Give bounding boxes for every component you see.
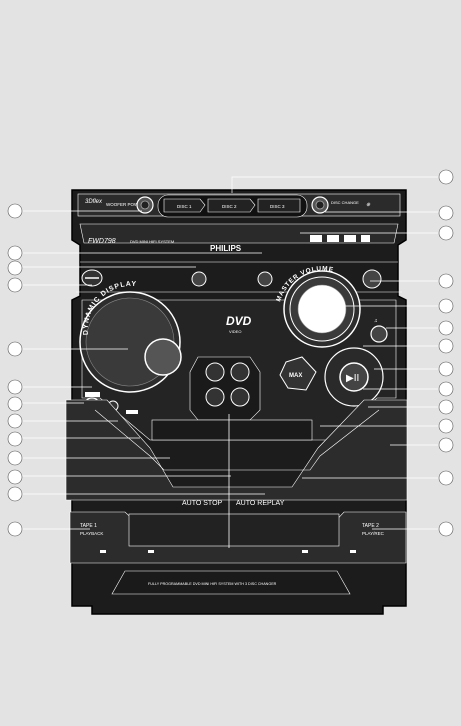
tape1-label: TAPE 1 bbox=[80, 523, 97, 529]
foot-left-a bbox=[100, 550, 106, 553]
dvd-logo: DVD bbox=[226, 314, 252, 328]
tape1-sub: PLAYBACK bbox=[80, 531, 103, 536]
callout-marker bbox=[438, 361, 454, 377]
callout-marker bbox=[7, 521, 23, 537]
callout-marker bbox=[7, 245, 23, 261]
model-subtitle: DVD MINI HIFI SYSTEM bbox=[130, 239, 174, 244]
foot-left-b bbox=[148, 550, 154, 553]
format-logos bbox=[310, 235, 370, 242]
callout-marker bbox=[438, 381, 454, 397]
brand-logo: PHILIPS bbox=[210, 244, 242, 253]
eject-button[interactable] bbox=[362, 269, 382, 289]
disc3-button[interactable] bbox=[257, 198, 301, 213]
foot-right-a bbox=[302, 550, 308, 553]
max-button[interactable] bbox=[279, 356, 317, 391]
dvd-sub: VIDEO bbox=[229, 329, 241, 334]
callout-marker bbox=[438, 273, 454, 289]
tape2-label: TAPE 2 bbox=[362, 523, 379, 529]
cassette-chevron bbox=[65, 399, 408, 501]
cassette-button-strip bbox=[151, 419, 313, 441]
callout-marker bbox=[438, 320, 454, 336]
callout-marker bbox=[7, 277, 23, 293]
disc1-button[interactable] bbox=[163, 198, 206, 213]
3dflex-logo: 3Dflex bbox=[85, 199, 103, 205]
callout-marker bbox=[7, 469, 23, 485]
disc1-label: DISC 1 bbox=[177, 204, 192, 209]
disc3-label: DISC 3 bbox=[270, 204, 285, 209]
tuner-button[interactable] bbox=[230, 387, 250, 407]
callout-marker bbox=[7, 450, 23, 466]
bottom-strip bbox=[111, 570, 351, 595]
callout-marker bbox=[7, 431, 23, 447]
callout-marker bbox=[438, 205, 454, 221]
callout-marker bbox=[438, 225, 454, 241]
dsc-button[interactable] bbox=[205, 362, 225, 382]
source-button[interactable] bbox=[257, 271, 273, 287]
callout-marker bbox=[7, 486, 23, 502]
callout-marker bbox=[438, 418, 454, 434]
callout-marker bbox=[438, 399, 454, 415]
tape-button[interactable] bbox=[205, 387, 225, 407]
wooferpower-button-inner bbox=[140, 200, 150, 210]
play-pause-icon: ▶II bbox=[346, 373, 359, 384]
callout-marker bbox=[7, 203, 23, 219]
disc2-button[interactable] bbox=[207, 198, 256, 213]
model-name: FWD798 bbox=[88, 238, 116, 245]
tape-window bbox=[128, 513, 340, 547]
callout-marker bbox=[438, 338, 454, 354]
callout-marker bbox=[438, 470, 454, 486]
headphones-icon: ♫ bbox=[374, 318, 378, 324]
master-volume-center bbox=[297, 284, 347, 334]
wooferpower-label: WOOFER POWER bbox=[106, 202, 145, 207]
transport-controls: ▶II MAX bbox=[279, 347, 384, 407]
play-pause-button[interactable] bbox=[339, 362, 369, 392]
usb-indicator bbox=[126, 410, 138, 414]
dynamic-display-knob[interactable] bbox=[144, 338, 182, 376]
callout-marker bbox=[7, 396, 23, 412]
disc-buttons: DISC 1 DISC 2 DISC 3 bbox=[163, 198, 301, 213]
callout-marker bbox=[7, 341, 23, 357]
callout-marker bbox=[438, 521, 454, 537]
brand-sticker: ⊕ bbox=[366, 202, 371, 208]
callout-markers bbox=[7, 169, 454, 537]
disc-change-button-inner bbox=[315, 200, 325, 210]
disc2-label: DISC 2 bbox=[222, 204, 237, 209]
callout-marker bbox=[438, 437, 454, 453]
callout-lines bbox=[18, 176, 441, 530]
callout-marker bbox=[7, 260, 23, 276]
headphones-jack[interactable] bbox=[370, 325, 388, 343]
callout-marker bbox=[438, 298, 454, 314]
callout-marker bbox=[7, 413, 23, 429]
auto-replay-label: AUTO REPLAY bbox=[236, 500, 285, 507]
auto-stop-label: AUTO STOP bbox=[182, 500, 223, 507]
callout-marker bbox=[438, 169, 454, 185]
clock-button[interactable] bbox=[191, 271, 207, 287]
callout-marker bbox=[7, 379, 23, 395]
eco-indicator bbox=[85, 392, 100, 397]
disc-change-label: DISC CHANGE bbox=[331, 200, 359, 205]
foot-right-b bbox=[350, 550, 356, 553]
mode-buttons bbox=[189, 356, 261, 421]
vac-button[interactable] bbox=[230, 362, 250, 382]
tape2-sub: PLAY/REC bbox=[362, 531, 385, 536]
max-label: MAX bbox=[289, 373, 302, 379]
bottom-strip-text: FULLY PROGRAMMABLE DVD MINI HIFI SYSTEM … bbox=[148, 582, 277, 586]
